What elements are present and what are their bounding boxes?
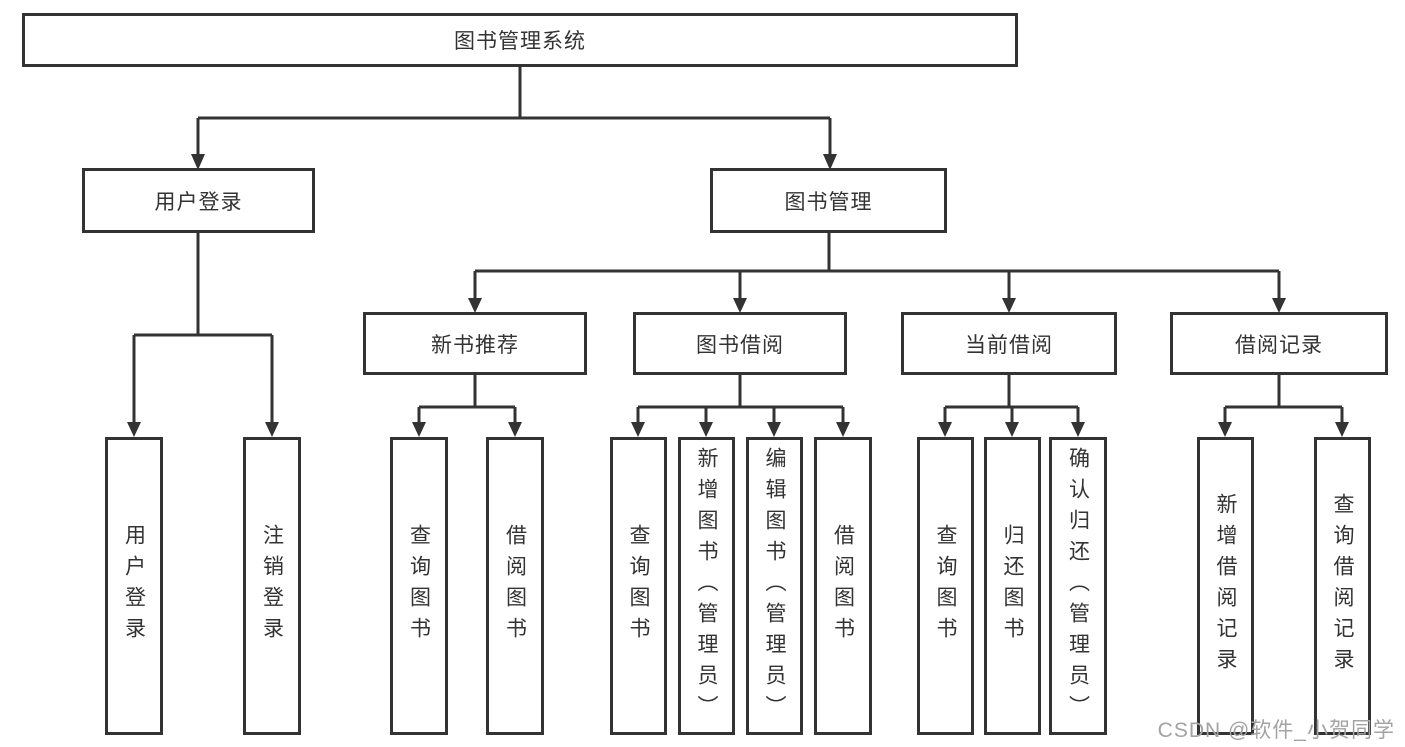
arrowhead-icon bbox=[836, 422, 850, 437]
arrowhead-icon bbox=[938, 422, 952, 437]
branch-book-management bbox=[473, 233, 1281, 300]
arrowhead-icon bbox=[1002, 298, 1016, 313]
leaf-bb-borrow-books-label: 借阅图书 bbox=[831, 524, 855, 648]
arrowhead-icon bbox=[1218, 422, 1232, 437]
arrowhead-icon bbox=[699, 422, 713, 437]
leaf-logout-login-label: 注销登录 bbox=[260, 524, 284, 648]
leaf-nbr-borrow-books: 借阅图书 bbox=[486, 437, 544, 735]
leaf-br-add-record-label: 新增借阅记录 bbox=[1214, 493, 1237, 679]
arrowhead-icon bbox=[508, 422, 522, 437]
branch-borrow-records bbox=[1223, 375, 1344, 424]
node-book-borrow: 图书借阅 bbox=[633, 312, 847, 375]
branch-root bbox=[196, 67, 832, 156]
leaf-logout-login: 注销登录 bbox=[243, 437, 301, 735]
leaf-user-login-label: 用户登录 bbox=[122, 524, 146, 648]
node-new-book-recommend-label: 新书推荐 bbox=[431, 333, 519, 357]
arrowhead-icon bbox=[468, 298, 482, 313]
leaf-bb-add-books-admin-label: 新增图书（管理员） bbox=[695, 446, 718, 726]
leaf-cb-return-books-label: 归还图书 bbox=[1001, 524, 1024, 648]
node-book-borrow-label: 图书借阅 bbox=[696, 333, 784, 357]
leaf-cb-query-books: 查询图书 bbox=[917, 437, 974, 735]
leaf-cb-query-books-label: 查询图书 bbox=[934, 524, 957, 648]
leaf-bb-borrow-books: 借阅图书 bbox=[814, 437, 872, 735]
leaf-br-query-record: 查询借阅记录 bbox=[1314, 437, 1371, 735]
arrowhead-icons bbox=[127, 154, 1349, 437]
branch-new-book-recommend bbox=[417, 375, 517, 424]
arrowhead-icon bbox=[1005, 422, 1019, 437]
node-user-login-label: 用户登录 bbox=[154, 190, 243, 214]
leaf-nbr-borrow-books-label: 借阅图书 bbox=[503, 524, 527, 648]
branch-current-borrow bbox=[943, 375, 1080, 424]
arrowhead-icon bbox=[265, 422, 279, 437]
node-root-label: 图书管理系统 bbox=[454, 30, 586, 53]
node-current-borrow: 当前借阅 bbox=[901, 312, 1117, 375]
leaf-nbr-query-books: 查询图书 bbox=[390, 437, 448, 735]
node-new-book-recommend: 新书推荐 bbox=[363, 312, 587, 375]
leaf-cb-return-books: 归还图书 bbox=[984, 437, 1041, 735]
branch-user-login bbox=[132, 233, 274, 424]
arrowhead-icon bbox=[412, 422, 426, 437]
node-borrow-records-label: 借阅记录 bbox=[1235, 333, 1323, 357]
arrowhead-icon bbox=[823, 154, 837, 170]
leaf-bb-edit-books-admin: 编辑图书（管理员） bbox=[746, 437, 803, 735]
leaf-bb-query-books: 查询图书 bbox=[610, 437, 667, 735]
leaf-bb-add-books-admin: 新增图书（管理员） bbox=[678, 437, 735, 735]
node-book-management: 图书管理 bbox=[710, 168, 947, 233]
leaf-br-query-record-label: 查询借阅记录 bbox=[1331, 493, 1354, 679]
leaf-user-login: 用户登录 bbox=[105, 437, 163, 735]
arrowhead-icon bbox=[191, 154, 205, 170]
csdn-watermark: CSDN @软件_小贺同学 bbox=[1157, 719, 1395, 742]
arrowhead-icon bbox=[1272, 298, 1286, 313]
arrowhead-icon bbox=[631, 422, 645, 437]
leaf-bb-query-books-label: 查询图书 bbox=[627, 524, 650, 648]
arrowhead-icon bbox=[767, 422, 781, 437]
arrowhead-icon bbox=[733, 298, 747, 313]
leaf-nbr-query-books-label: 查询图书 bbox=[407, 524, 431, 648]
arrowhead-icon bbox=[127, 422, 141, 437]
leaf-cb-confirm-return-admin: 确认归还（管理员） bbox=[1049, 437, 1107, 735]
leaf-bb-edit-books-admin-label: 编辑图书（管理员） bbox=[763, 446, 786, 726]
arrowhead-icon bbox=[1071, 422, 1085, 437]
leaf-cb-confirm-return-admin-label: 确认归还（管理员） bbox=[1066, 446, 1090, 726]
node-borrow-records: 借阅记录 bbox=[1170, 312, 1388, 375]
arrowhead-icon bbox=[1335, 422, 1349, 437]
node-root: 图书管理系统 bbox=[22, 13, 1018, 67]
leaf-br-add-record: 新增借阅记录 bbox=[1197, 437, 1254, 735]
node-user-login: 用户登录 bbox=[82, 168, 315, 233]
node-current-borrow-label: 当前借阅 bbox=[965, 333, 1053, 357]
node-book-management-label: 图书管理 bbox=[784, 190, 873, 214]
branch-book-borrow bbox=[636, 375, 845, 424]
